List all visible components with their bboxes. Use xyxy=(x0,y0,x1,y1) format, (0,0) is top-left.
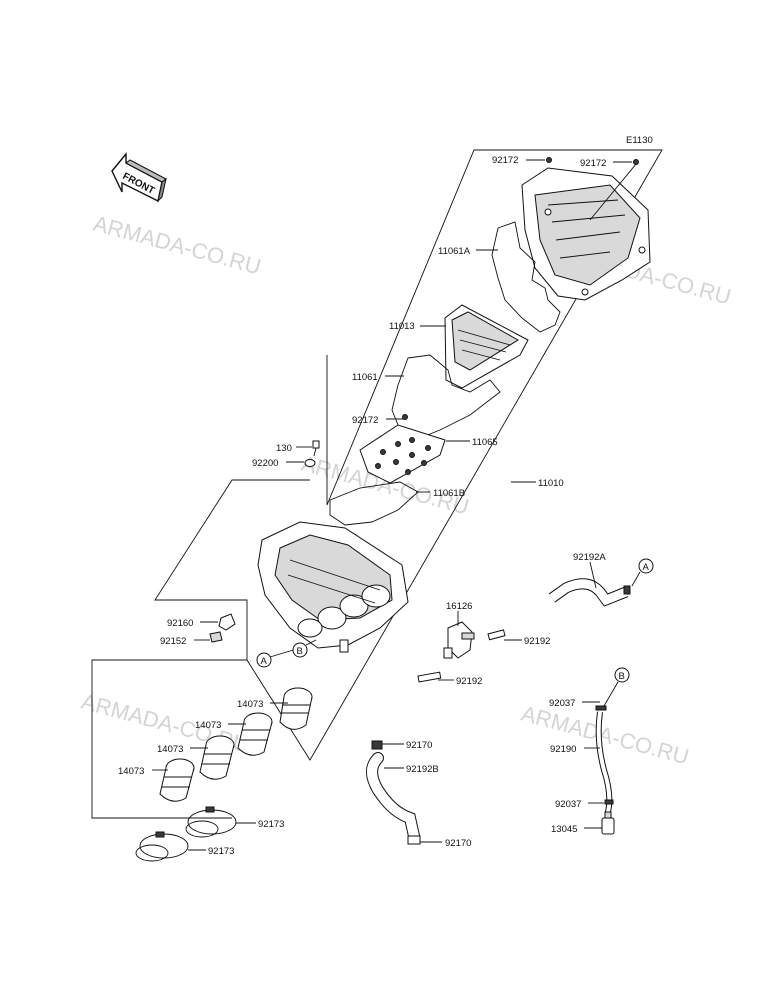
air-filter-element xyxy=(444,304,529,389)
plate-11065 xyxy=(359,414,446,484)
callout-11010: 11010 xyxy=(538,478,564,489)
callout-130: 130 xyxy=(276,443,292,454)
watermark-text: ARMADA-CO.RU xyxy=(519,701,692,770)
valve-16126 xyxy=(443,621,475,659)
assembly-frame-lines xyxy=(91,149,663,819)
callout-92192: 92192 xyxy=(456,676,482,687)
washer-92200 xyxy=(304,459,316,467)
ref-circle-b: B xyxy=(292,642,308,658)
drain-hose-92190 xyxy=(595,705,614,813)
filter-gasket-11061 xyxy=(391,354,501,439)
ref-label-a: A xyxy=(643,562,650,573)
collar-92152 xyxy=(209,631,223,643)
callout-14073: 14073 xyxy=(157,744,183,755)
callout-11065: 11065 xyxy=(472,437,498,448)
ref-label-b: B xyxy=(297,646,303,657)
ref-circle-a: A xyxy=(256,652,272,668)
funnel-14073 xyxy=(159,758,195,802)
gasket-11061b xyxy=(329,481,419,526)
ref-circle-a: A xyxy=(638,558,654,574)
clamps-92173 xyxy=(135,806,237,862)
callout-92170: 92170 xyxy=(406,740,432,751)
callout-92192a: 92192A xyxy=(573,552,606,563)
callout-92172: 92172 xyxy=(580,158,606,169)
air-cleaner-cover xyxy=(521,157,651,301)
ref-label-b: B xyxy=(619,671,625,682)
callout-92170: 92170 xyxy=(445,838,471,849)
front-arrow-icon: FRONT xyxy=(111,152,167,203)
callout-11061b: 11061B xyxy=(433,488,465,499)
tube-92192-upper xyxy=(487,629,506,641)
callout-92173: 92173 xyxy=(258,819,284,830)
callout-92190: 92190 xyxy=(550,744,576,755)
hose-92192a xyxy=(548,578,631,607)
callout-14073: 14073 xyxy=(118,766,144,777)
hose-92192b xyxy=(366,740,421,845)
callout-92037: 92037 xyxy=(549,698,575,709)
funnel-14073 xyxy=(199,735,235,780)
part-callouts: 92172 92172 11061A 11013 11061 92172 130… xyxy=(118,155,606,857)
ref-label-a: A xyxy=(261,656,268,667)
tube-92192-lower xyxy=(417,671,442,683)
callout-14073: 14073 xyxy=(237,699,263,710)
bolt-130 xyxy=(312,440,320,457)
callout-92192: 92192 xyxy=(524,636,550,647)
air-cleaner-housing xyxy=(257,521,409,653)
callout-92172: 92172 xyxy=(492,155,518,166)
funnel-14073 xyxy=(279,687,313,730)
callout-11061a: 11061A xyxy=(438,246,471,257)
callout-92172: 92172 xyxy=(352,415,378,426)
callout-92152: 92152 xyxy=(160,636,186,647)
watermarks: ARMADA-CO.RU ARMADA-CO.RU ARMADA-CO.RU A… xyxy=(79,211,734,770)
funnel-14073 xyxy=(237,712,273,756)
callout-92160: 92160 xyxy=(167,618,193,629)
callout-13045: 13045 xyxy=(551,824,577,835)
ref-circle-b: B xyxy=(614,667,630,683)
grommet-92160 xyxy=(218,613,236,631)
callout-92192b: 92192B xyxy=(406,764,439,775)
plug-13045 xyxy=(601,811,615,835)
callout-92173: 92173 xyxy=(208,846,234,857)
diagram-code: E1130 xyxy=(626,135,653,146)
callout-14073: 14073 xyxy=(195,720,221,731)
cover-gasket-11061a xyxy=(491,221,561,333)
callout-92037: 92037 xyxy=(555,799,581,810)
intake-funnels xyxy=(159,687,313,802)
watermark-text: ARMADA-CO.RU xyxy=(91,211,264,280)
callout-16126: 16126 xyxy=(446,601,472,612)
callout-92200: 92200 xyxy=(252,458,278,469)
callout-11013: 11013 xyxy=(389,321,415,332)
leader-lines xyxy=(152,159,641,851)
callout-11061: 11061 xyxy=(352,372,378,383)
